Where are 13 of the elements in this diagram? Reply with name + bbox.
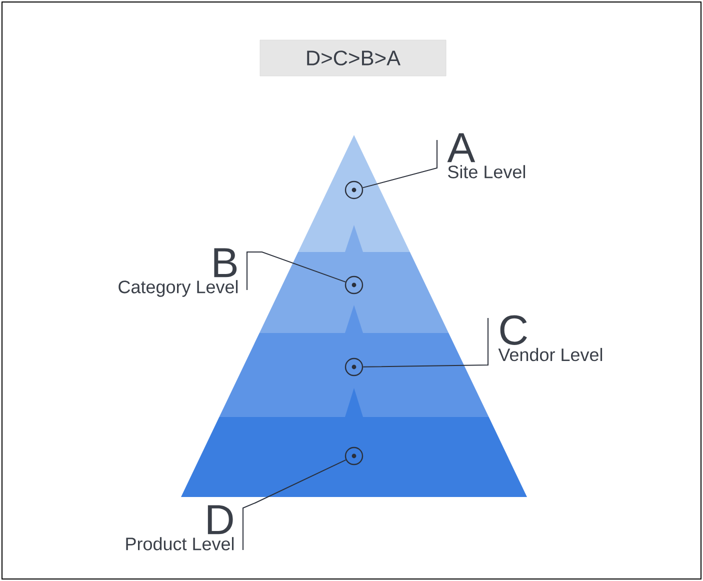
leader-line [242, 459, 346, 550]
target-marker [344, 358, 364, 376]
title-box: D>C>B>A [260, 40, 446, 76]
level-label: B Category Level [118, 248, 238, 297]
target-marker [344, 180, 364, 200]
leader-line [362, 318, 488, 368]
target-marker [344, 276, 364, 294]
level-label: A Site Level [447, 133, 526, 178]
level-label: D Product Level [126, 505, 234, 550]
target-marker [344, 446, 364, 466]
leader-line [362, 140, 438, 188]
level-label: C Vendor Level [498, 315, 602, 362]
leader-line [246, 252, 346, 290]
